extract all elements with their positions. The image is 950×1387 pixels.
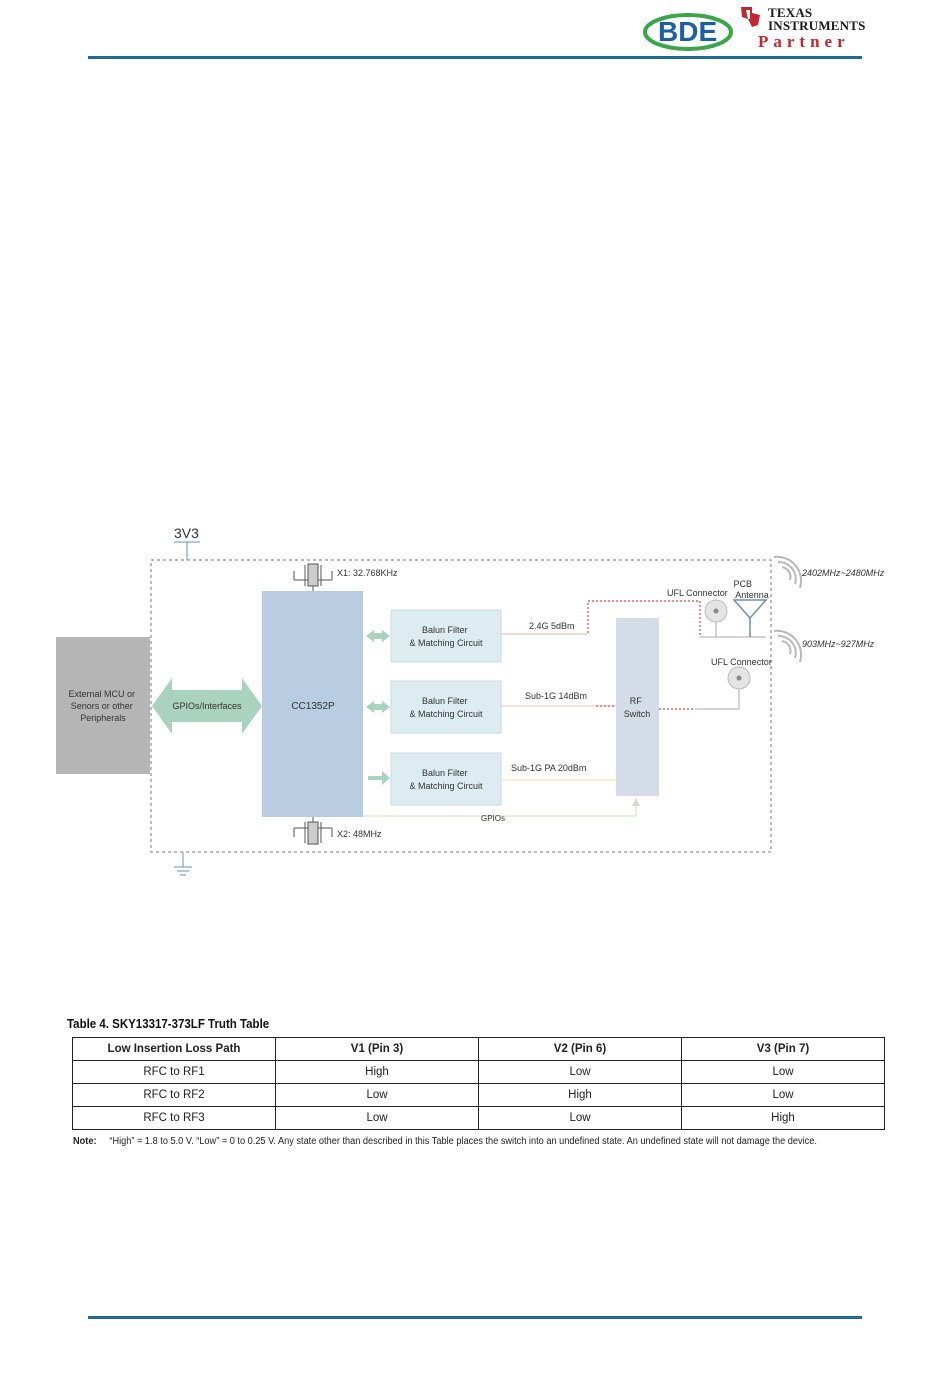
power-label: 3V3 (174, 525, 199, 541)
table-cell: RFC to RF1 (72, 1060, 276, 1084)
balun-block-1: Balun Filter & Matching Circuit (390, 609, 502, 663)
table-cell: Low (478, 1060, 682, 1084)
path-2g4-label: 2.4G 5dBm (529, 621, 575, 631)
table-title: Table 4. SKY13317-373LF Truth Table (67, 1017, 270, 1031)
cc1352p-chip (262, 591, 363, 817)
note-label: Note: (73, 1136, 97, 1147)
table-row: RFC to RF1 High Low Low (72, 1060, 885, 1084)
bde-logo-text: BDE (658, 16, 717, 47)
path-subg-label: Sub-1G 14dBm (525, 691, 587, 701)
svg-text:Balun Filter & Matching: Balun Filter & Matching Circuit (409, 696, 483, 719)
table-cell: Low (275, 1106, 479, 1130)
partner-label: Partner (758, 32, 850, 51)
chip-label: CC1352P (291, 701, 335, 712)
gpio-control-line (363, 798, 640, 817)
note-text: “High” = 1.8 to 5.0 V. “Low” = 0 to 0.25… (109, 1136, 817, 1147)
balun-block-2: Balun Filter & Matching Circuit (390, 680, 502, 734)
band-2-label: 903MHz~927MHz (802, 639, 875, 649)
bde-logo: BDE (643, 13, 733, 51)
header-rule (88, 56, 862, 59)
ti-logo-line2: INSTRUMENTS (768, 18, 866, 33)
footer-rule (88, 1316, 862, 1319)
ufl-connector-2-icon (727, 666, 751, 690)
svg-text:Balun Filter & Matching: Balun Filter & Matching Circuit (409, 625, 483, 648)
table-cell: RFC to RF3 (72, 1106, 276, 1130)
table-cell: RFC to RF2 (72, 1083, 276, 1107)
ufl2-feed (695, 689, 740, 710)
gpio-interface-arrow (152, 678, 262, 734)
table-cell: High (478, 1083, 682, 1107)
table-row: RFC to RF2 Low High Low (72, 1083, 885, 1107)
ground-icon (174, 852, 192, 876)
gpio-label: GPIOs/Interfaces (172, 701, 242, 711)
crystal-x2-label: X2: 48MHz (337, 829, 382, 839)
table-cell: High (275, 1060, 479, 1084)
crystal-x1-icon (293, 563, 333, 591)
rf-switch-label: RF Switch (624, 696, 651, 719)
rf-path-2g4 (501, 600, 701, 637)
ti-logo-line1: TEXAS (768, 5, 813, 20)
crystal-x2-icon (293, 817, 333, 845)
table-cell: Low (681, 1083, 885, 1107)
table-header-row: Low Insertion Loss Path V1 (Pin 3) V2 (P… (72, 1037, 885, 1061)
balun-block-3: Balun Filter & Matching Circuit (390, 752, 502, 806)
block-diagram: 3V3 External MCU or Senors or other Peri… (56, 525, 885, 876)
ti-logo-icon (741, 7, 760, 27)
ufl-connector-1-label: UFL Connector (667, 588, 728, 598)
table-cell: Low (478, 1106, 682, 1130)
gpio-control-label: GPIOs (481, 814, 505, 823)
wireless-signal-icon-1 (773, 555, 803, 589)
table-cell: Low (275, 1083, 479, 1107)
column-header: V1 (Pin 3) (275, 1037, 479, 1061)
pcb-antenna-label: PCB Antenna (733, 579, 768, 600)
table-note: Note: “High” = 1.8 to 5.0 V. “Low” = 0 to… (73, 1136, 817, 1147)
ufl-connector-1-icon (704, 599, 728, 623)
band-1-label: 2402MHz~2480MHz (801, 568, 885, 578)
table-cell: Low (681, 1060, 885, 1084)
path-subg-pa-label: Sub-1G PA 20dBm (511, 763, 586, 773)
table-cell: High (681, 1106, 885, 1130)
chip-balun-arrows (366, 630, 390, 785)
external-block-label: External MCU or Senors or other Peripher… (68, 689, 137, 723)
column-header: Low Insertion Loss Path (72, 1037, 276, 1061)
column-header: V2 (Pin 6) (478, 1037, 682, 1061)
column-header: V3 (Pin 7) (681, 1037, 885, 1061)
wireless-signal-icon-2 (773, 629, 803, 663)
pcb-antenna-icon (732, 599, 768, 637)
table-row: RFC to RF3 Low Low High (72, 1106, 885, 1130)
external-mcu-block (56, 637, 150, 774)
ufl-connector-2-label: UFL Connector (711, 657, 772, 667)
truth-table: Low Insertion Loss Path V1 (Pin 3) V2 (P… (72, 1037, 885, 1130)
svg-text:Balun Filter & Matching: Balun Filter & Matching Circuit (409, 768, 483, 791)
rf-switch (616, 618, 659, 796)
ti-logo-text: TEXAS INSTRUMENTS (768, 6, 866, 32)
crystal-x1-label: X1: 32.768KHz (337, 568, 398, 578)
